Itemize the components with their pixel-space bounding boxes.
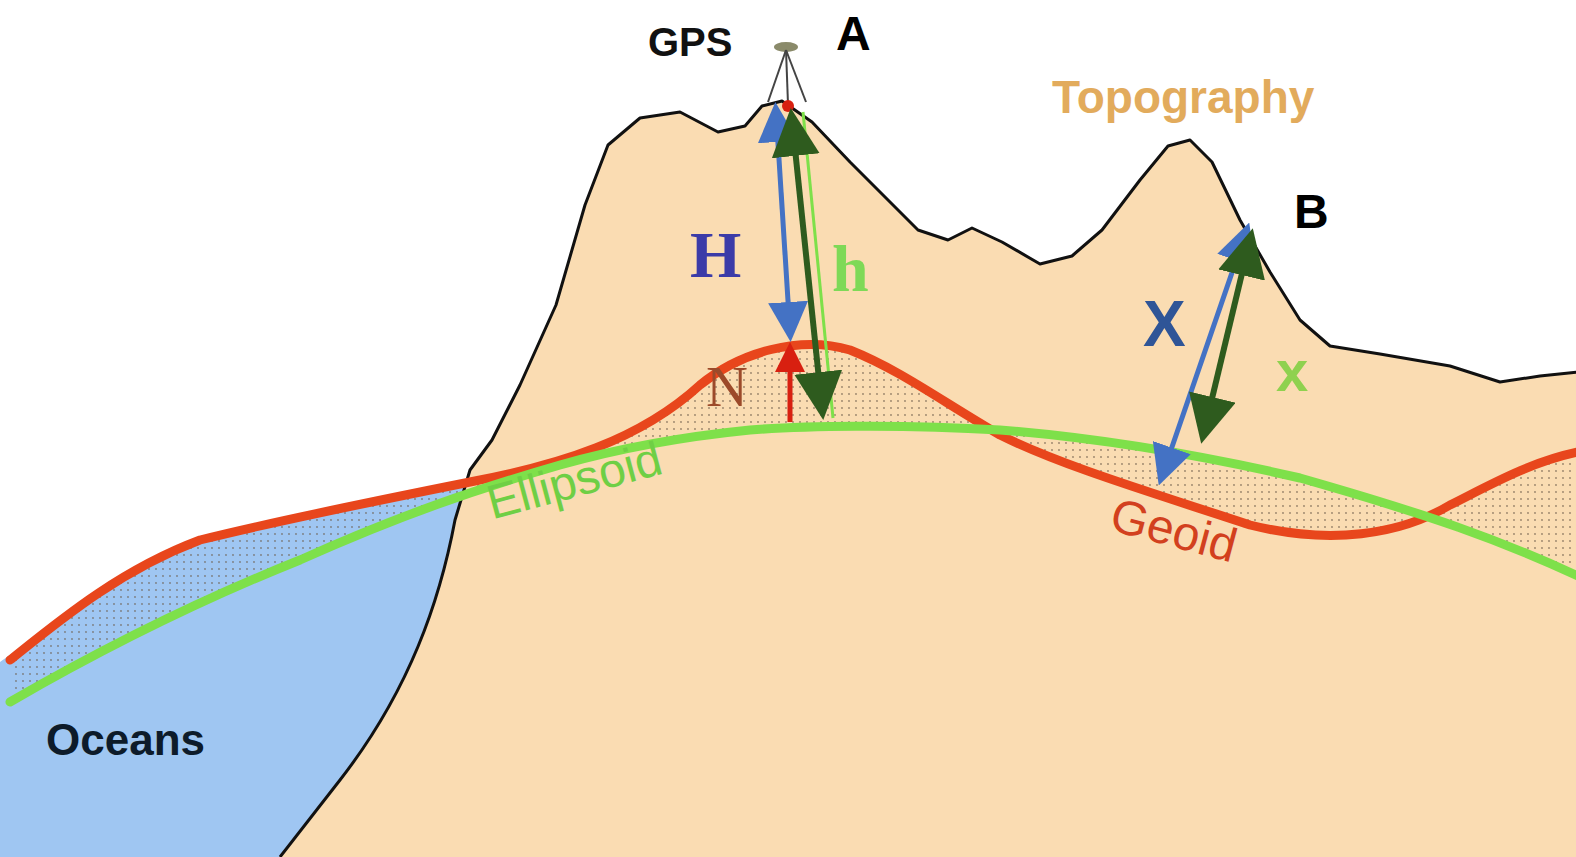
height-symbol: X (1143, 292, 1186, 356)
point-label: B (1294, 188, 1329, 236)
height-symbol: x (1276, 342, 1308, 400)
geoid-line (10, 345, 1576, 661)
ellipsoid-height-arrow (792, 120, 822, 408)
height-symbol: h (832, 236, 869, 302)
orthometric-height-arrow (776, 112, 790, 332)
topography-label: Topography (1052, 74, 1314, 120)
region-label: Oceans (46, 718, 205, 762)
gps-tripod (768, 42, 806, 112)
undulation-area (10, 345, 1576, 703)
n-arrow (788, 352, 793, 422)
x-green-arrow (1204, 240, 1250, 432)
height-symbol: H (690, 222, 741, 288)
gps-label: GPS (648, 22, 732, 62)
ellipsoid-line (10, 426, 1576, 702)
undulation-symbol: N (706, 358, 748, 416)
point-label: A (836, 10, 871, 58)
